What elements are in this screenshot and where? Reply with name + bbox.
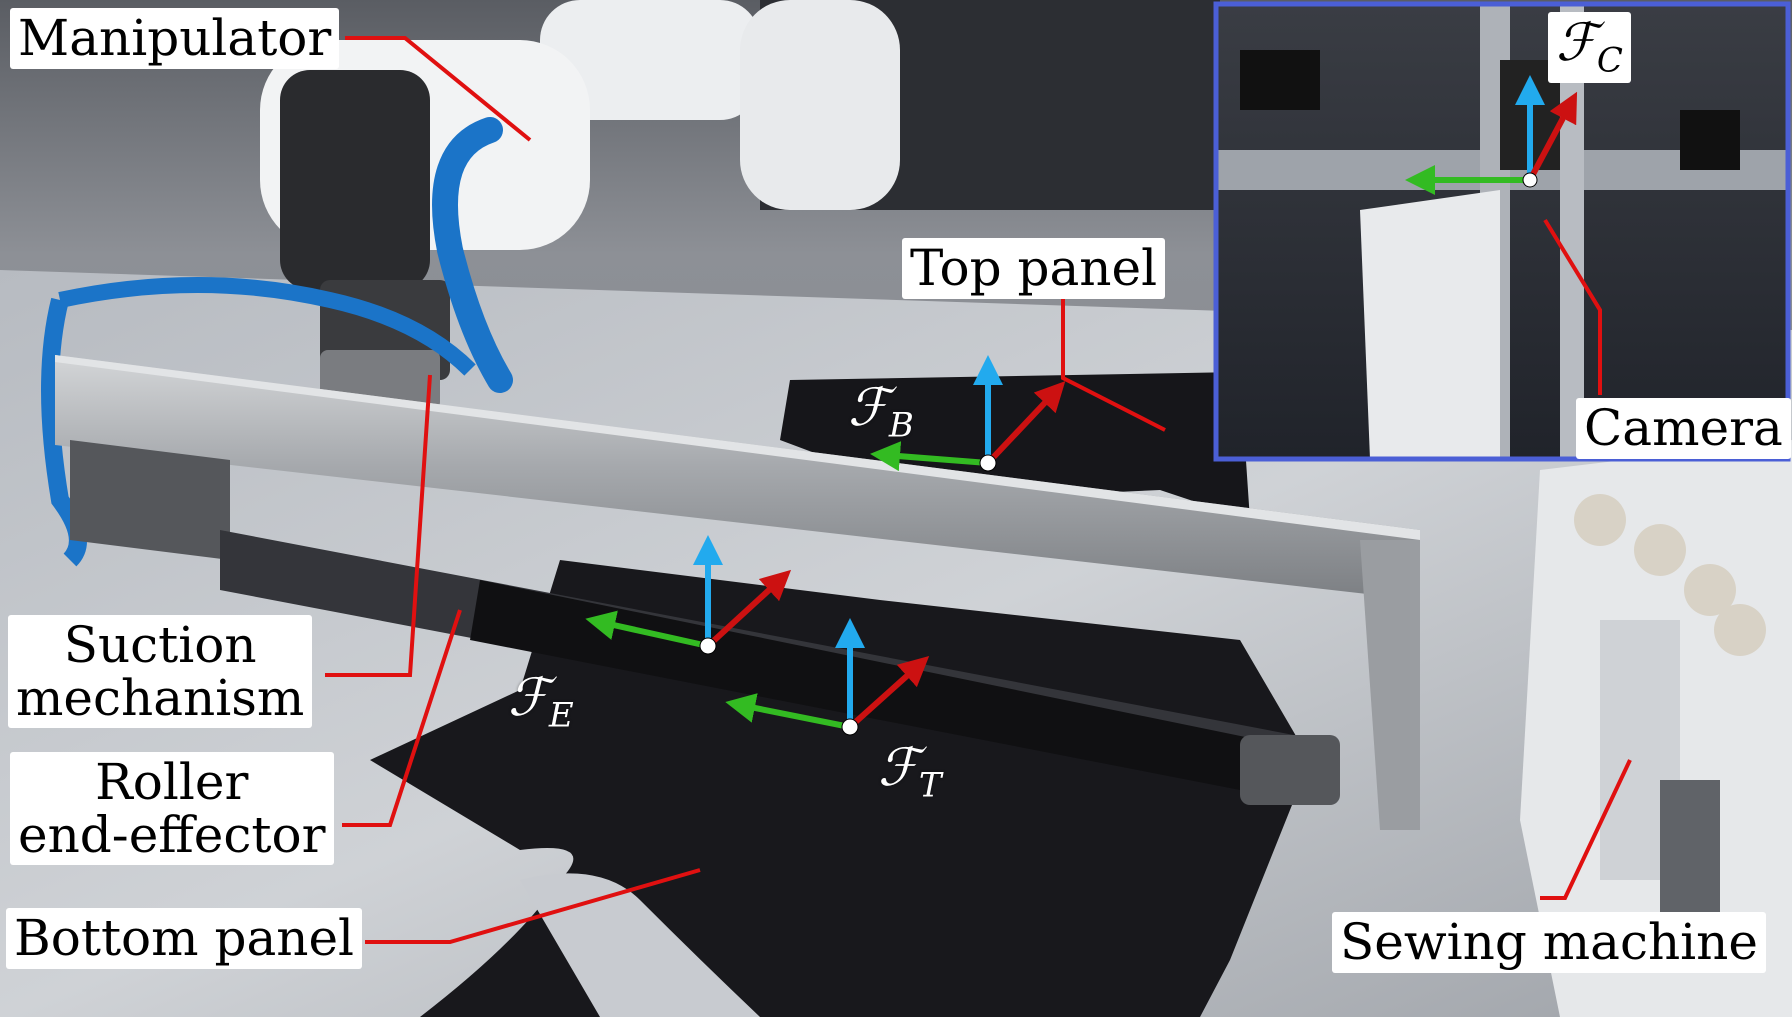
label-camera: Camera — [1576, 398, 1791, 459]
label-suction-line2: mechanism — [16, 668, 305, 727]
axes-frame-c — [1405, 75, 1578, 195]
leader-sewing — [1540, 759, 1632, 900]
frame-e-sub: E — [548, 695, 574, 736]
label-suction-mechanism: Suction mechanism — [8, 615, 313, 728]
axes-frame-e — [585, 535, 792, 655]
frame-label-c: ℱC — [1548, 12, 1631, 84]
label-roller-end-effector: Roller end-effector — [10, 752, 334, 865]
frame-label-e: ℱE — [508, 668, 574, 735]
leader-manipulator — [345, 36, 532, 142]
roller — [220, 530, 1340, 805]
leader-camera — [1543, 218, 1602, 395]
frame-c-symbol: ℱ — [1556, 13, 1597, 73]
leader-bottom-panel — [365, 868, 701, 944]
label-manipulator: Manipulator — [10, 8, 340, 69]
frame-label-b: ℱB — [848, 378, 914, 445]
frame-label-t: ℱT — [878, 738, 942, 805]
frame-t-symbol: ℱ — [878, 738, 919, 798]
frame-b-symbol: ℱ — [848, 378, 889, 438]
label-top-panel: Top panel — [902, 238, 1166, 299]
inset-border — [1213, 1, 1791, 462]
label-suction-line1: Suction — [63, 616, 257, 674]
frame-c-sub: C — [1596, 40, 1623, 81]
label-roller-line1: Roller — [95, 753, 249, 811]
label-roller-line2: end-effector — [18, 805, 326, 864]
sewing-machine — [1520, 440, 1792, 1017]
leader-top-panel — [1061, 297, 1166, 432]
suction-tube-3 — [58, 277, 476, 376]
camera-inset — [1213, 1, 1791, 462]
leader-roller — [342, 609, 462, 827]
axes-frame-b — [870, 355, 1066, 472]
frame-t-sub: T — [918, 765, 942, 806]
leader-lines — [325, 36, 1632, 944]
roller-end-effector — [55, 355, 1420, 830]
frame-e-symbol: ℱ — [508, 668, 549, 728]
leader-suction — [325, 374, 432, 677]
label-sewing-machine: Sewing machine — [1332, 912, 1766, 973]
axes-frame-t — [725, 618, 930, 736]
frame-b-sub: B — [888, 405, 914, 446]
panel-cutout — [520, 873, 760, 1017]
label-bottom-panel: Bottom panel — [6, 908, 363, 969]
suction-tube — [432, 117, 513, 393]
